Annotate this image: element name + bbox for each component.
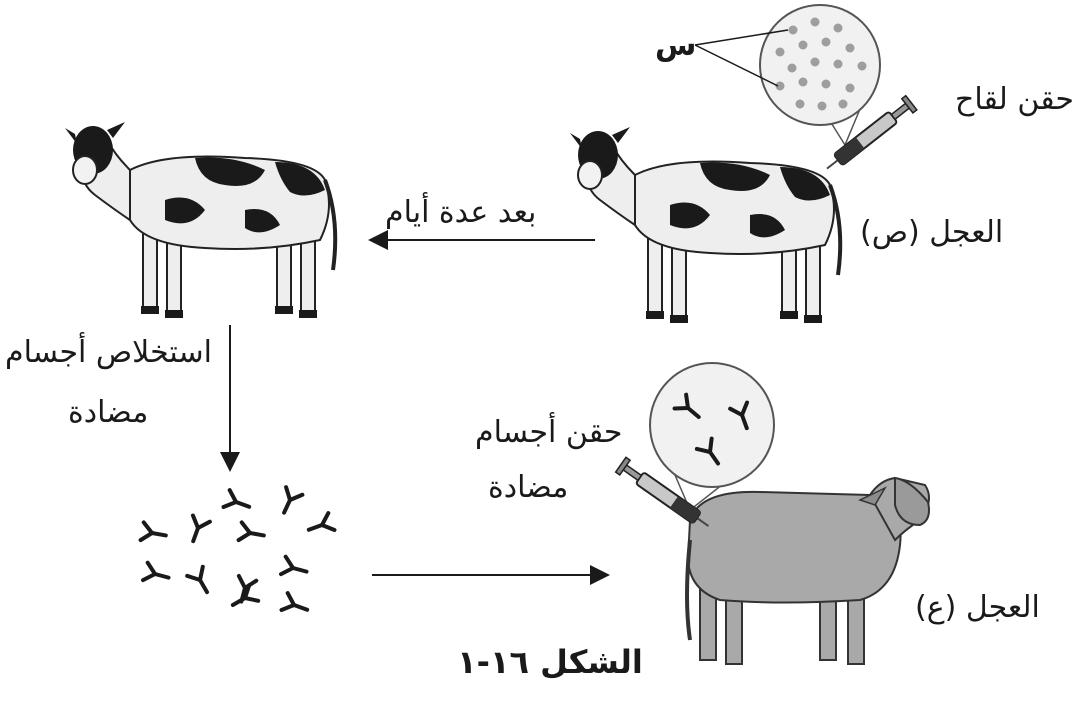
antibody-injection-label-line2: مضادة <box>488 470 568 506</box>
antibody-injection-label-line1: حقن أجسام <box>475 415 622 451</box>
calf-after-days-illustration <box>65 122 335 318</box>
after-days-label: بعد عدة أيام <box>385 195 536 231</box>
calf-a-illustration <box>687 478 929 664</box>
antigen-magnifier <box>760 5 880 145</box>
antibody-cluster <box>141 487 335 618</box>
extract-label-line1: استخلاص أجسام <box>5 335 212 371</box>
antibody-magnifier <box>650 363 774 510</box>
antigen-label: س <box>655 28 696 64</box>
extract-label-line2: مضادة <box>68 395 148 431</box>
vaccine-injection-label: حقن لقاح <box>955 82 1074 118</box>
calf-y-illustration <box>570 127 840 323</box>
figure-title: الشكل ١٦-١ <box>420 643 680 681</box>
calf-y-label: العجل (ص) <box>860 215 1003 251</box>
calf-a-label: العجل (ع) <box>915 590 1040 626</box>
